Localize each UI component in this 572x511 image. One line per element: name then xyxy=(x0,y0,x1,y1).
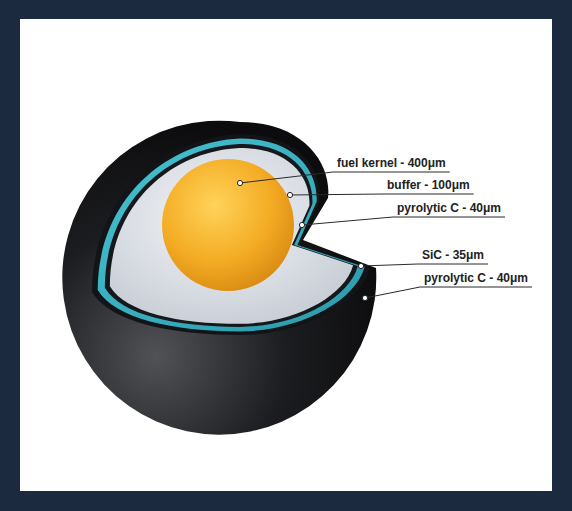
label-slot: pyrolytic C - 40μm xyxy=(424,271,528,285)
pointer-dot xyxy=(287,192,292,197)
pointer-dot xyxy=(358,263,363,268)
label-slot: fuel kernel - 400μm xyxy=(337,156,446,170)
layer-label: pyrolytic C - 40μm xyxy=(397,201,501,215)
outer-sphere xyxy=(62,121,376,435)
leader-line xyxy=(302,217,505,225)
sic-layer xyxy=(98,138,365,331)
pointer-dot xyxy=(299,222,304,227)
leader-group xyxy=(299,217,505,228)
white-panel xyxy=(20,19,552,491)
outer-pyrolytic-layer xyxy=(92,134,370,335)
inner-pyrolytic-layer xyxy=(105,144,358,327)
leader-line xyxy=(365,287,532,298)
pointer-dot xyxy=(362,295,367,300)
leader-group xyxy=(362,287,532,301)
layer-label: buffer - 100μm xyxy=(387,178,470,192)
leader-line xyxy=(290,194,474,195)
leader-line xyxy=(361,264,488,266)
label-slot: SiC - 35μm xyxy=(422,248,484,262)
layer-label: fuel kernel - 400μm xyxy=(337,156,446,170)
layer-label: SiC - 35μm xyxy=(422,248,484,262)
label-slot: pyrolytic C - 40μm xyxy=(397,201,501,215)
leader-group xyxy=(287,192,473,197)
leader-group xyxy=(358,263,488,268)
layer-label: pyrolytic C - 40μm xyxy=(424,271,528,285)
label-slot: buffer - 100μm xyxy=(387,178,470,192)
pointer-dot xyxy=(237,180,242,185)
